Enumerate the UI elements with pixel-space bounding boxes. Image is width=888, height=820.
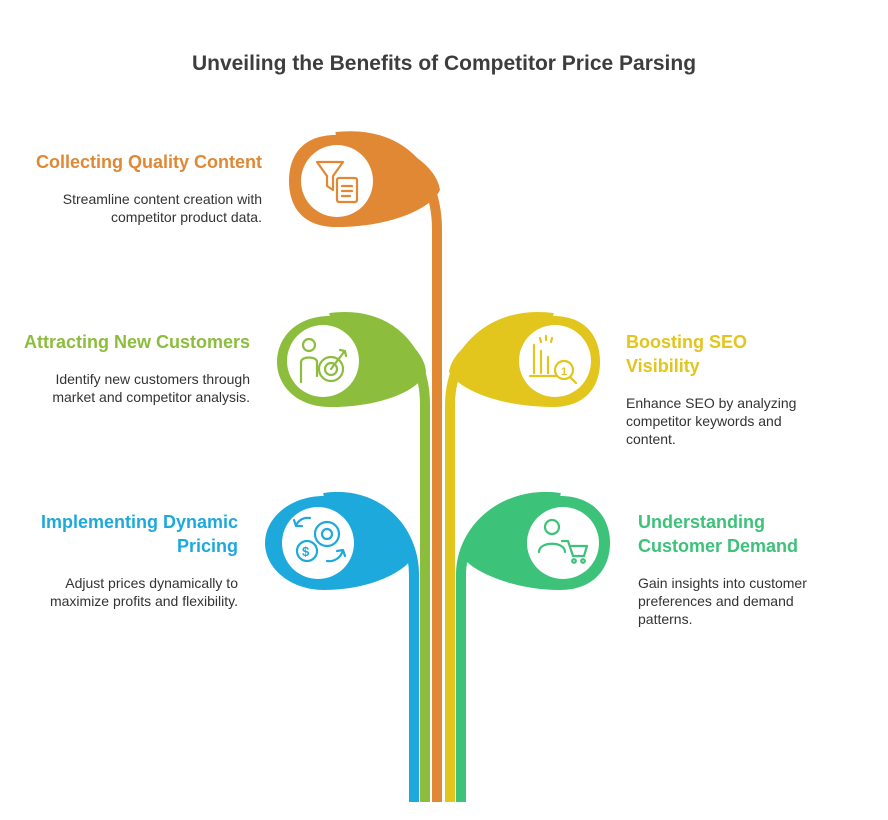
chart-magnifier-icon: 1 <box>528 334 578 385</box>
item-heading: Collecting Quality Content <box>35 152 262 172</box>
item-heading: Boosting SEO Visibility <box>626 332 747 376</box>
item-new-customers: Attracting New Customers Identify new cu… <box>20 330 250 406</box>
item-customer-demand: Understanding Customer Demand Gain insig… <box>638 510 838 628</box>
svg-text:1: 1 <box>561 366 567 378</box>
person-target-icon <box>299 337 348 384</box>
item-dynamic-pricing: Implementing Dynamic Pricing Adjust pric… <box>8 510 238 610</box>
svg-text:$: $ <box>302 544 310 559</box>
item-heading: Understanding Customer Demand <box>638 512 799 556</box>
item-quality-content: Collecting Quality Content Streamline co… <box>32 150 262 226</box>
stem-seo <box>445 312 600 802</box>
item-heading: Implementing Dynamic Pricing <box>40 512 238 556</box>
item-description: Identify new customers through market an… <box>52 371 250 405</box>
person-cart-icon <box>537 518 589 564</box>
item-description: Gain insights into customer preferences … <box>638 575 807 627</box>
price-cycle-icon: $ <box>292 516 347 563</box>
item-description: Streamline content creation with competi… <box>62 191 262 225</box>
item-seo: Boosting SEO Visibility Enhance SEO by a… <box>626 330 816 448</box>
item-description: Enhance SEO by analyzing competitor keyw… <box>626 395 797 447</box>
funnel-document-icon <box>315 160 359 204</box>
stem-customer-demand <box>456 491 610 802</box>
item-heading: Attracting New Customers <box>23 332 250 352</box>
page-title: Unveiling the Benefits of Competitor Pri… <box>191 52 697 75</box>
item-description: Adjust prices dynamically to maximize pr… <box>49 575 238 609</box>
stem-dynamic-pricing <box>265 491 419 802</box>
